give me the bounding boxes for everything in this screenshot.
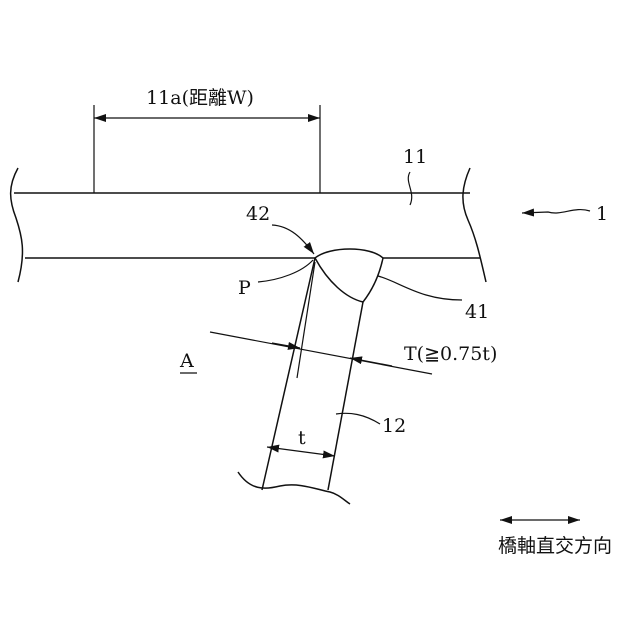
weld-leader-line <box>378 276 462 300</box>
point-label: P <box>238 277 251 299</box>
weld-toe-label: 42 <box>246 203 270 225</box>
weld-label: 41 <box>465 301 489 323</box>
plate-right-break-line <box>463 168 486 282</box>
rib-label: 12 <box>382 415 406 437</box>
weld-bead <box>315 249 383 302</box>
thickness-label: t <box>298 427 306 449</box>
assembly-leader-arrow <box>522 210 590 213</box>
rib-inner-line <box>297 262 315 378</box>
throat-arrow-right <box>350 358 392 366</box>
rib-plate <box>238 258 363 504</box>
rib-right-edge <box>328 302 363 490</box>
rib-break-line <box>238 472 350 504</box>
plate-leader-line <box>408 172 411 205</box>
plate-left-break-line <box>11 168 23 282</box>
section-label: A <box>179 350 194 372</box>
throat-reference-line <box>210 332 432 374</box>
point-leader-line <box>258 260 313 282</box>
rib-left-edge <box>262 258 315 490</box>
deck-plate <box>11 168 486 282</box>
weld-toe-leader-arrow <box>272 225 314 254</box>
throat-label: T(≧0.75t) <box>404 343 497 365</box>
assembly-label: 1 <box>596 203 608 225</box>
dimension-11a: 11a(距離W) <box>94 87 320 193</box>
plate-label: 11 <box>403 146 427 168</box>
dimension-label: 11a(距離W) <box>146 87 254 109</box>
direction-label: 橋軸直交方向 <box>498 535 612 557</box>
